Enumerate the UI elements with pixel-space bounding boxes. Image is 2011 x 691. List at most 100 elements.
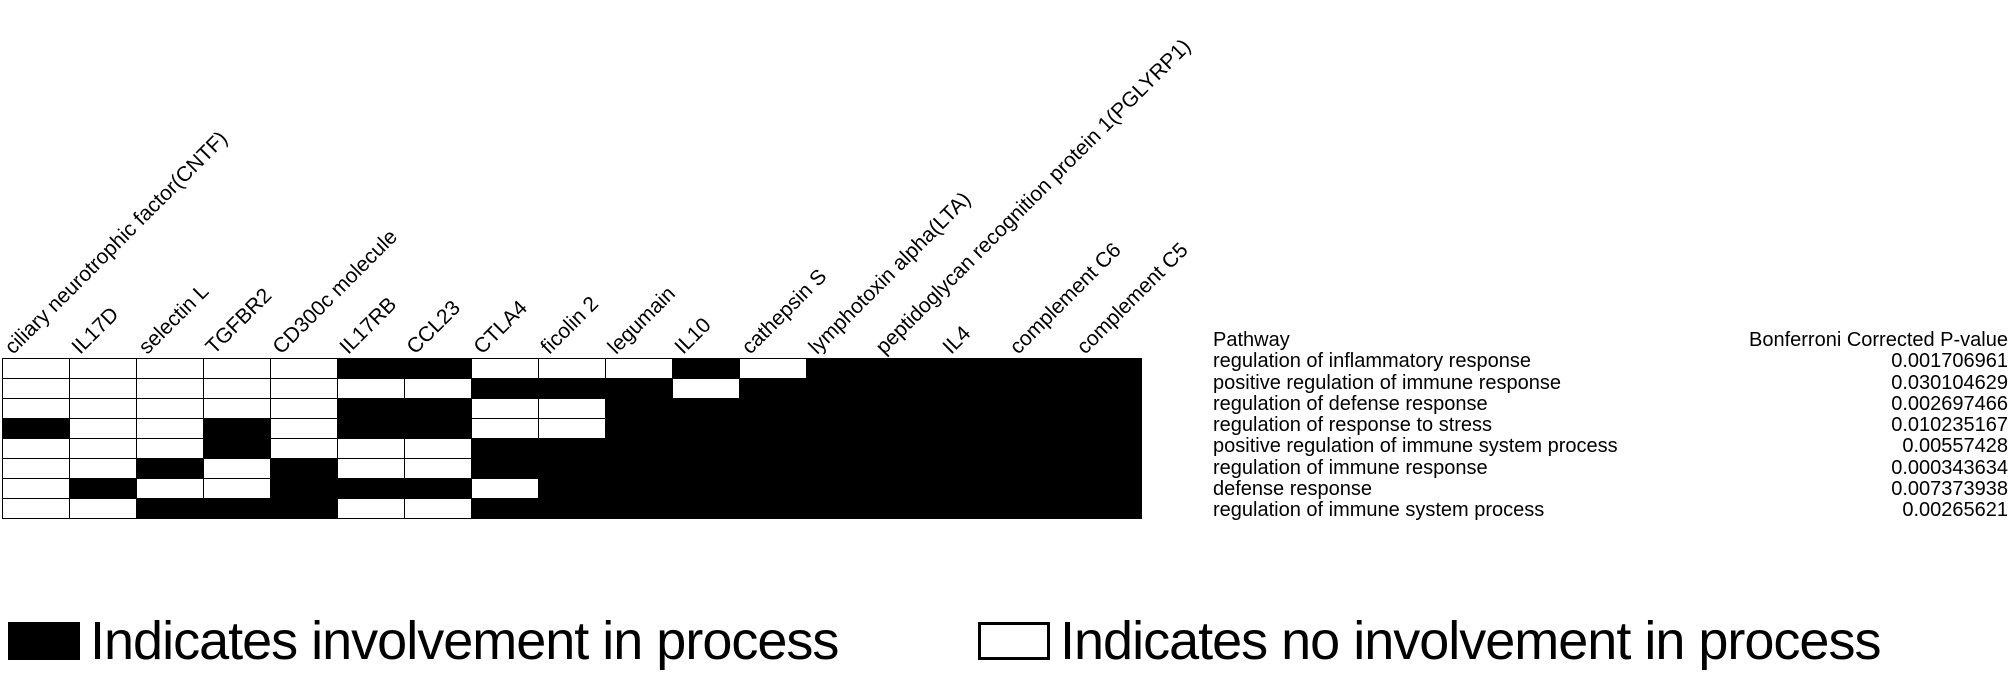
pathway-row: positive regulation of immune system pro…	[1213, 435, 2008, 458]
matrix-cell-r6-c5	[270, 458, 338, 479]
matrix-cell-r1-c15	[940, 358, 1008, 379]
column-header-3: selectin L	[134, 279, 214, 359]
matrix-cell-r1-c11	[672, 358, 740, 379]
matrix-cell-r2-c2	[69, 378, 137, 399]
pathway-table: Pathway Bonferroni Corrected P-value reg…	[1213, 329, 2008, 522]
matrix-cell-r2-c7	[404, 378, 472, 399]
pathway-name: regulation of defense response	[1213, 392, 1488, 415]
matrix-cell-r2-c12	[739, 378, 807, 399]
pathway-name: positive regulation of immune system pro…	[1213, 435, 1618, 458]
matrix-cell-r6-c17	[1074, 458, 1142, 479]
matrix-cell-r7-c14	[873, 478, 941, 499]
pathway-row: defense response 0.007373938	[1213, 478, 2008, 501]
pathway-row: regulation of defense response 0.00269746…	[1213, 392, 2008, 415]
matrix-cell-r7-c4	[203, 478, 271, 499]
pathway-name: regulation of response to stress	[1213, 414, 1493, 437]
matrix-cell-r5-c6	[337, 438, 405, 459]
involvement-matrix	[2, 358, 1142, 519]
matrix-cell-r3-c10	[605, 398, 673, 419]
matrix-cell-r7-c8	[471, 478, 539, 499]
matrix-cell-r6-c13	[806, 458, 874, 479]
matrix-row	[2, 358, 1142, 379]
matrix-cell-r1-c6	[337, 358, 405, 379]
matrix-cell-r7-c16	[1007, 478, 1075, 499]
matrix-cell-r1-c3	[136, 358, 204, 379]
matrix-cell-r8-c6	[337, 498, 405, 519]
matrix-cell-r6-c8	[471, 458, 539, 479]
matrix-cell-r1-c1	[2, 358, 70, 379]
matrix-cell-r8-c1	[2, 498, 70, 519]
pathway-name: regulation of inflammatory response	[1213, 350, 1531, 373]
pathway-pvalue: 0.007373938	[1891, 478, 2008, 501]
filled-square-icon	[8, 622, 80, 660]
matrix-cell-r7-c7	[404, 478, 472, 499]
matrix-cell-r1-c12	[739, 358, 807, 379]
matrix-cell-r8-c12	[739, 498, 807, 519]
matrix-cell-r5-c13	[806, 438, 874, 459]
matrix-cell-r4-c17	[1074, 418, 1142, 439]
matrix-cell-r2-c9	[538, 378, 606, 399]
matrix-cell-r1-c13	[806, 358, 874, 379]
matrix-cell-r5-c9	[538, 438, 606, 459]
matrix-cell-r4-c9	[538, 418, 606, 439]
matrix-cell-r6-c2	[69, 458, 137, 479]
matrix-cell-r5-c10	[605, 438, 673, 459]
matrix-cell-r1-c9	[538, 358, 606, 379]
matrix-cell-r2-c8	[471, 378, 539, 399]
matrix-cell-r2-c4	[203, 378, 271, 399]
matrix-cell-r6-c15	[940, 458, 1008, 479]
matrix-cell-r8-c16	[1007, 498, 1075, 519]
column-header-2: IL17D	[67, 302, 124, 359]
matrix-cell-r3-c1	[2, 398, 70, 419]
matrix-cell-r4-c10	[605, 418, 673, 439]
matrix-cell-r4-c14	[873, 418, 941, 439]
matrix-row	[2, 418, 1142, 439]
legend-item-involved: Indicates involvement in process	[8, 612, 839, 670]
matrix-cell-r8-c17	[1074, 498, 1142, 519]
matrix-cell-r7-c12	[739, 478, 807, 499]
matrix-row	[2, 458, 1142, 479]
matrix-cell-r8-c15	[940, 498, 1008, 519]
matrix-cell-r8-c14	[873, 498, 941, 519]
matrix-cell-r8-c3	[136, 498, 204, 519]
pathway-name: defense response	[1213, 478, 1373, 501]
matrix-cell-r4-c2	[69, 418, 137, 439]
matrix-cell-r7-c3	[136, 478, 204, 499]
matrix-cell-r3-c17	[1074, 398, 1142, 419]
matrix-cell-r1-c10	[605, 358, 673, 379]
matrix-cell-r1-c5	[270, 358, 338, 379]
matrix-cell-r4-c7	[404, 418, 472, 439]
pathway-name: positive regulation of immune response	[1213, 371, 1561, 394]
legend: Indicates involvement in process Indicat…	[0, 596, 2011, 691]
matrix-cell-r5-c4	[203, 438, 271, 459]
matrix-cell-r6-c16	[1007, 458, 1075, 479]
matrix-row	[2, 378, 1142, 399]
pathway-table-header: Pathway Bonferroni Corrected P-value	[1213, 329, 2008, 351]
matrix-cell-r6-c1	[2, 458, 70, 479]
column-header-5: CD300c molecule	[268, 225, 402, 359]
matrix-cell-r4-c4	[203, 418, 271, 439]
column-header-7: CCL23	[402, 296, 465, 359]
matrix-cell-r4-c5	[270, 418, 338, 439]
matrix-cell-r3-c11	[672, 398, 740, 419]
empty-square-icon	[978, 622, 1050, 660]
matrix-cell-r3-c16	[1007, 398, 1075, 419]
column-header-6: IL17RB	[335, 292, 402, 359]
legend-not-involved-label: Indicates no involvement in process	[1060, 611, 1881, 671]
pathway-pvalue: 0.002697466	[1891, 392, 2008, 415]
matrix-cell-r2-c17	[1074, 378, 1142, 399]
matrix-row	[2, 498, 1142, 519]
matrix-cell-r5-c3	[136, 438, 204, 459]
matrix-cell-r4-c12	[739, 418, 807, 439]
matrix-cell-r5-c15	[940, 438, 1008, 459]
matrix-cell-r1-c4	[203, 358, 271, 379]
matrix-cell-r2-c11	[672, 378, 740, 399]
matrix-cell-r7-c13	[806, 478, 874, 499]
matrix-cell-r4-c13	[806, 418, 874, 439]
matrix-cell-r5-c16	[1007, 438, 1075, 459]
matrix-cell-r8-c10	[605, 498, 673, 519]
